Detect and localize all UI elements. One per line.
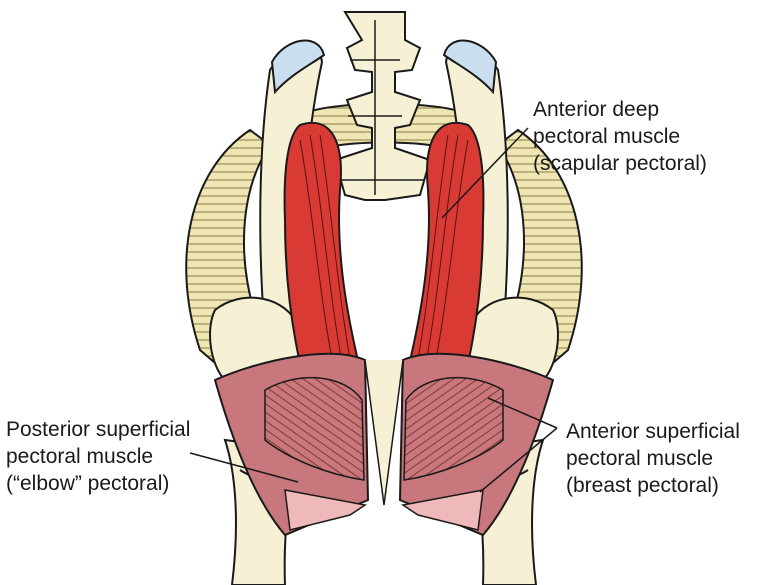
- vertebral-column: [333, 11, 432, 201]
- label-line: Posterior superficial: [6, 418, 191, 441]
- label-line: Anterior deep: [533, 98, 660, 121]
- anterior-superficial-pectoral-label: Anterior superficial pectoral muscle (br…: [566, 418, 740, 499]
- anterior-deep-pectoral-label: Anterior deep pectoral muscle (scapular …: [533, 96, 707, 177]
- label-line: (breast pectoral): [566, 474, 719, 497]
- posterior-superficial-pectoral-label: Posterior superficial pectoral muscle (“…: [6, 416, 190, 497]
- label-line: (“elbow” pectoral): [6, 472, 170, 495]
- label-line: (scapular pectoral): [533, 152, 707, 175]
- label-line: pectoral muscle: [533, 125, 681, 148]
- leader-lines: [189, 127, 558, 493]
- label-line: pectoral muscle: [566, 447, 714, 470]
- label-line: pectoral muscle: [6, 445, 154, 468]
- superficial-pectoral-muscles: [213, 352, 555, 537]
- label-line: Anterior superficial: [566, 420, 740, 443]
